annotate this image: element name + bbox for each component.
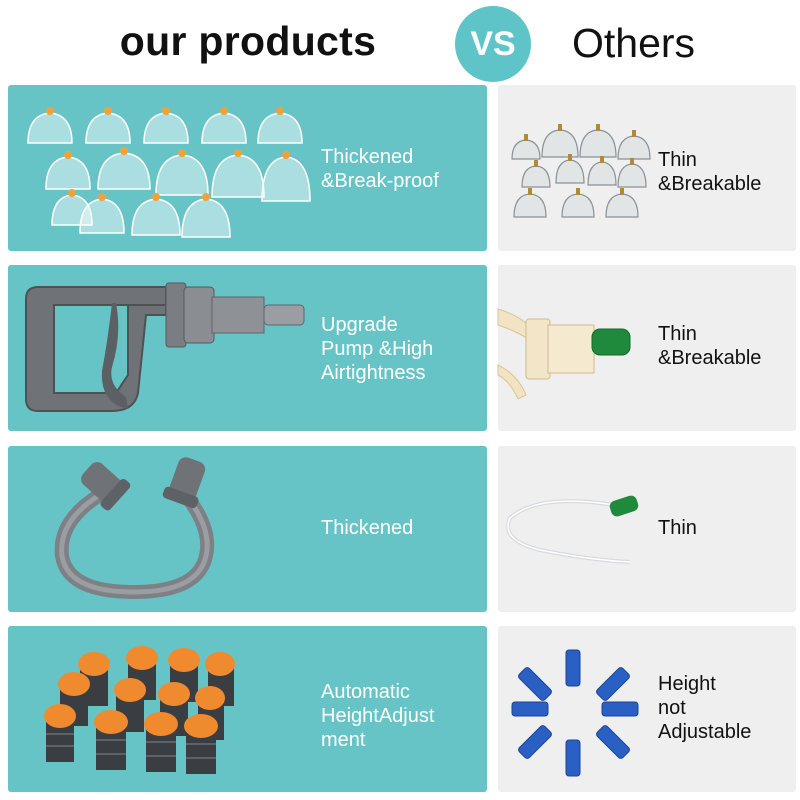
row-1-ours-line-2: &Break-proof xyxy=(321,170,439,192)
row-1-others-line-1: Thin xyxy=(658,149,697,171)
small-cups-set-icon xyxy=(511,124,651,218)
comparison-header: our products VS Others xyxy=(0,0,800,82)
row-4-others-line-3: Adjustable xyxy=(658,721,752,743)
row-2-ours-line-1: Upgrade xyxy=(321,314,398,336)
row-3-others-text: Thin xyxy=(658,516,697,540)
cheap-pump-icon xyxy=(497,308,631,400)
row-4-others-line-2: not xyxy=(658,697,686,719)
row-2-ours-line-3: Airtightness xyxy=(321,362,426,384)
our-products-title: our products xyxy=(119,18,377,64)
row-4-ours-line-2: HeightAdjust xyxy=(321,705,435,727)
row-3-others-line-1: Thin xyxy=(658,517,697,539)
row-3-others-panel: Thin xyxy=(498,446,796,612)
thin-hose-icon xyxy=(506,495,639,564)
row-2-ours-panel: Upgrade Pump &High Airtightness xyxy=(8,265,487,431)
vs-badge: VS xyxy=(455,6,531,82)
row-2-ours-text: Upgrade Pump &High Airtightness xyxy=(321,313,433,385)
row-3-ours-text: Thickened xyxy=(321,516,413,540)
others-title: Others xyxy=(572,20,696,66)
fixed-magnets-icon xyxy=(511,649,639,777)
row-4-others-panel: Height not Adjustable xyxy=(498,626,796,792)
row-2-others-panel: Thin &Breakable xyxy=(497,265,796,431)
row-1-ours-line-1: Thickened xyxy=(321,146,414,168)
pump-gun-icon xyxy=(25,282,305,412)
row-2-others-text: Thin &Breakable xyxy=(658,322,761,370)
row-4-ours-text: Automatic HeightAdjust ment xyxy=(321,680,434,752)
row-2-others-line-1: Thin xyxy=(658,323,697,345)
row-1-others-text: Thin &Breakable xyxy=(658,148,761,196)
row-2-others-line-2: &Breakable xyxy=(658,347,762,369)
row-1-ours-text: Thickened &Break-proof xyxy=(321,145,439,193)
row-1-others-panel: Thin &Breakable xyxy=(498,85,796,251)
cups-set-icon xyxy=(27,107,311,238)
row-4-ours-panel: Automatic HeightAdjust ment xyxy=(8,626,487,792)
row-1-ours-panel: Thickened &Break-proof xyxy=(8,85,487,251)
row-3-ours-panel: Thickened xyxy=(8,446,487,612)
row-3-ours-line-1: Thickened xyxy=(321,517,414,539)
row-4-ours-line-1: Automatic xyxy=(321,681,410,703)
row-4-ours-line-3: ment xyxy=(321,729,366,751)
row-1-others-line-2: &Breakable xyxy=(658,173,762,195)
row-4-others-line-1: Height xyxy=(658,673,716,695)
thick-hose-icon xyxy=(54,457,215,600)
row-2-ours-line-2: Pump &High xyxy=(321,338,434,360)
spring-magnets-icon xyxy=(44,646,235,774)
row-4-others-text: Height not Adjustable xyxy=(658,672,751,744)
